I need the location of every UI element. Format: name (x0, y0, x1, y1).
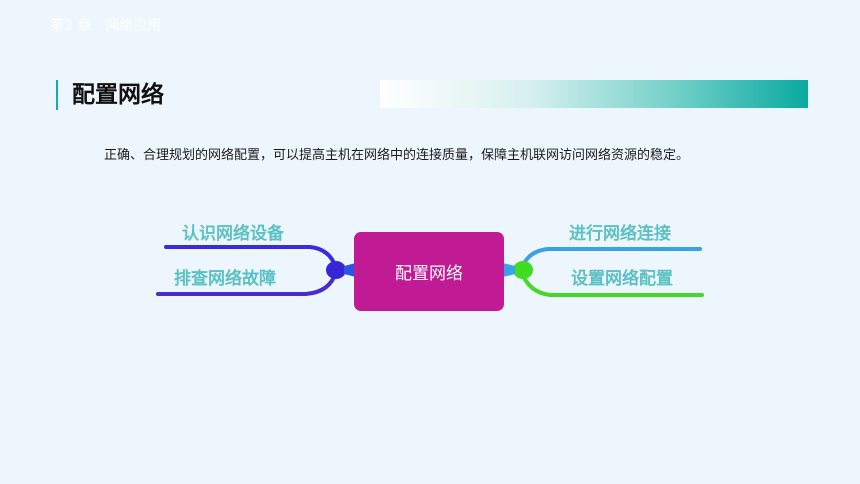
page-title: 配置网络 (72, 82, 164, 108)
mindmap-center-node: 配置网络 (354, 232, 504, 311)
title-accent-bar (56, 80, 58, 110)
branch-right-bottom: 设置网络配置 (571, 269, 673, 289)
title-gradient-band (380, 80, 808, 108)
connector-left-top (164, 245, 338, 270)
connector-right-top (520, 247, 702, 270)
stem-left (344, 263, 356, 277)
junction-right (513, 261, 533, 279)
description-text: 正确、合理规划的网络配置，可以提高主机在网络中的连接质量，保障主机联网访问网络资… (104, 148, 690, 163)
chapter-number: 第2 章 (50, 18, 92, 34)
center-node-label: 配置网络 (395, 264, 463, 284)
branch-right-top: 进行网络连接 (569, 224, 671, 244)
junction-left (326, 261, 346, 279)
stem-right (503, 263, 515, 277)
branch-left-bottom: 排查网络故障 (174, 269, 276, 289)
chapter-name: 网络应用 (105, 18, 162, 34)
branch-left-top: 认识网络设备 (182, 224, 284, 244)
chapter-header: 第2 章网络应用 (50, 15, 161, 35)
